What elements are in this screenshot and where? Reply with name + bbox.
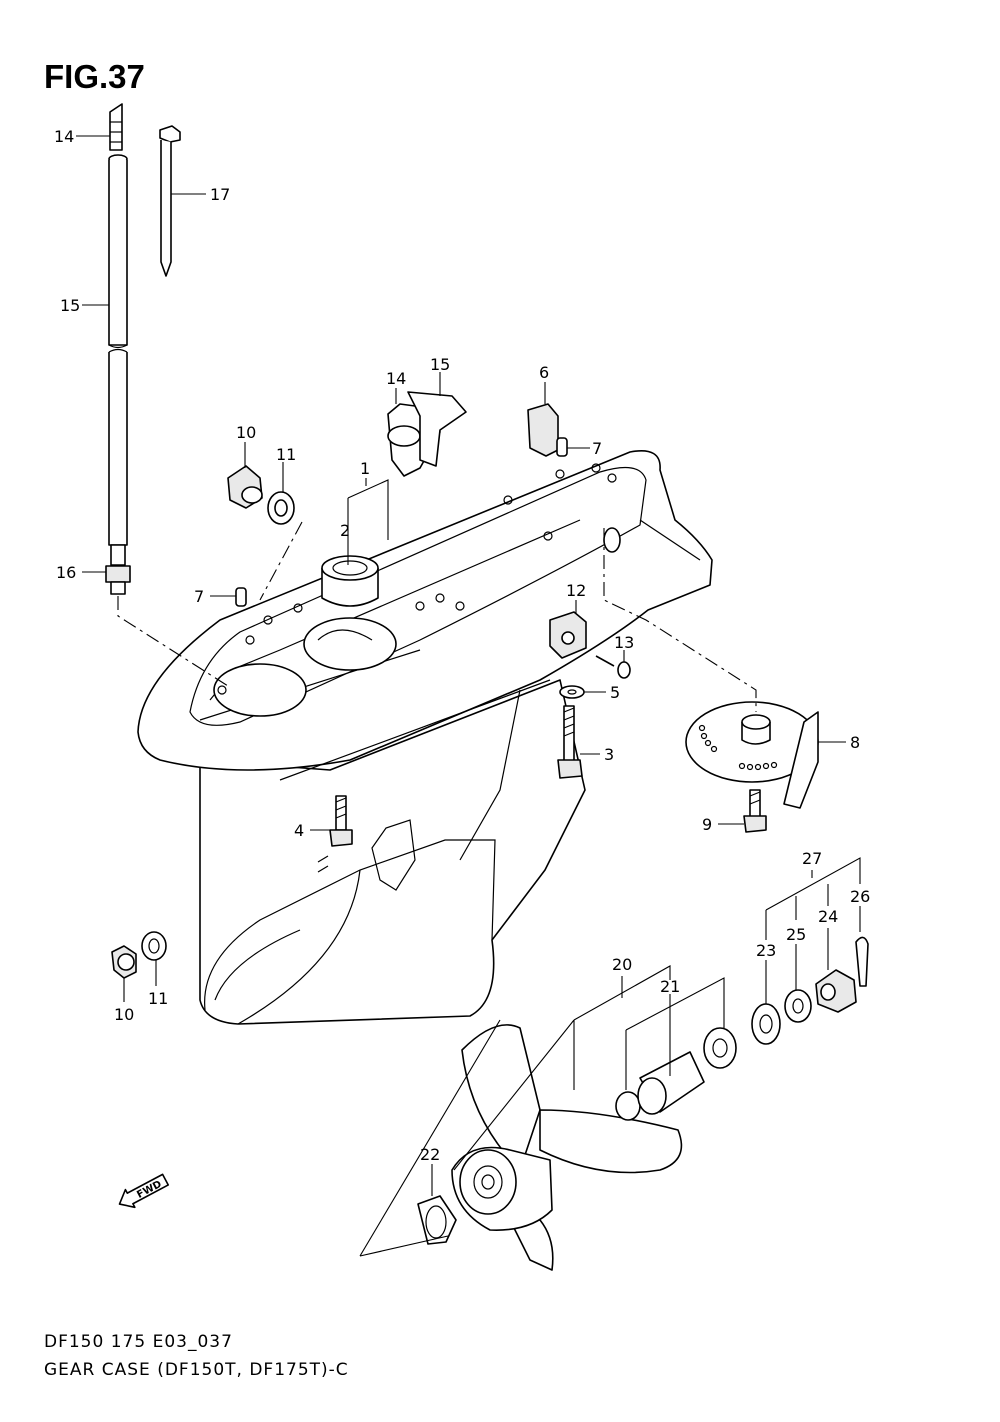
callout-19: 17: [210, 185, 230, 204]
part-1-gear-case: [137, 450, 713, 1025]
part-10-upper-plug: [227, 465, 263, 509]
drawing-code: DF150 175 E03_037: [44, 1332, 233, 1352]
part-15-plate: [407, 391, 467, 467]
callout-10-upper: 10: [236, 423, 256, 442]
callout-12: 12: [566, 581, 586, 600]
part-16-nipple: [109, 103, 123, 151]
part-5-washer: [559, 685, 585, 699]
part-11-upper-gasket: [267, 491, 295, 525]
part-3-bolt: [557, 705, 583, 779]
callout-7-lower: 7: [194, 587, 204, 606]
part-6-cap: [527, 403, 559, 457]
callout-16: 14: [54, 127, 74, 146]
callout-20: 20: [612, 955, 632, 974]
part-10-lower-plug: [111, 945, 137, 979]
callout-22: 22: [420, 1145, 440, 1164]
arrow-left-icon: [118, 1173, 170, 1209]
callout-17: 15: [60, 296, 80, 315]
callout-25: 25: [786, 925, 806, 944]
callout-9: 9: [702, 815, 712, 834]
callout-26: 26: [850, 887, 870, 906]
callout-24: 24: [818, 907, 838, 926]
part-25-washer: [784, 989, 812, 1023]
part-22-bushing: [417, 1195, 457, 1245]
callout-10-lower: 10: [114, 1005, 134, 1024]
part-4-bolt: [329, 795, 353, 847]
part-21-spacer: [615, 1027, 737, 1121]
leader-lines: [76, 135, 861, 1257]
callout-2: 2: [340, 521, 350, 540]
part-7-pin-upper: [556, 437, 568, 457]
callout-23: 23: [756, 941, 776, 960]
callout-7-upper: 7: [592, 439, 602, 458]
assembly-centerlines: [117, 521, 757, 712]
part-23-washer: [751, 1003, 781, 1045]
part-2-bearing: [321, 555, 379, 607]
callout-15: 15: [430, 355, 450, 374]
callout-11-upper: 11: [276, 445, 296, 464]
figure-title: FIG.37: [44, 58, 145, 95]
callout-18: 16: [56, 563, 76, 582]
fwd-direction-badge: FWD: [118, 1173, 170, 1209]
part-8-trim-tab: [685, 701, 819, 809]
figure-caption: GEAR CASE (DF150T, DF175T)-C: [44, 1360, 349, 1380]
callout-27: 27: [802, 849, 822, 868]
callout-6: 6: [539, 363, 549, 382]
callout-21: 21: [660, 977, 680, 996]
callout-5: 5: [610, 683, 620, 702]
part-18-connector: [105, 544, 131, 595]
part-19-cable-tie: [159, 125, 181, 277]
callout-1: 1: [360, 459, 370, 478]
part-11-lower-gasket: [141, 931, 167, 961]
part-24-nut: [815, 969, 857, 1013]
part-7-pin-lower: [235, 587, 247, 607]
callout-14: 14: [386, 369, 406, 388]
part-20-propeller: [451, 1024, 683, 1271]
part-13-screw: [595, 655, 631, 679]
callout-13: 13: [614, 633, 634, 652]
part-12-block: [549, 611, 587, 659]
callout-8: 8: [850, 733, 860, 752]
callout-3: 3: [604, 745, 614, 764]
part-17-water-tube: [108, 154, 128, 546]
callout-labels: 14 17 15 16 10 11 1 2 14 15 6 7 7 12 13 …: [54, 127, 870, 1164]
callout-11-lower: 11: [148, 989, 168, 1008]
part-26-cotter-pin: [855, 936, 869, 987]
callout-4: 4: [294, 821, 304, 840]
part-9-bolt: [743, 789, 767, 833]
